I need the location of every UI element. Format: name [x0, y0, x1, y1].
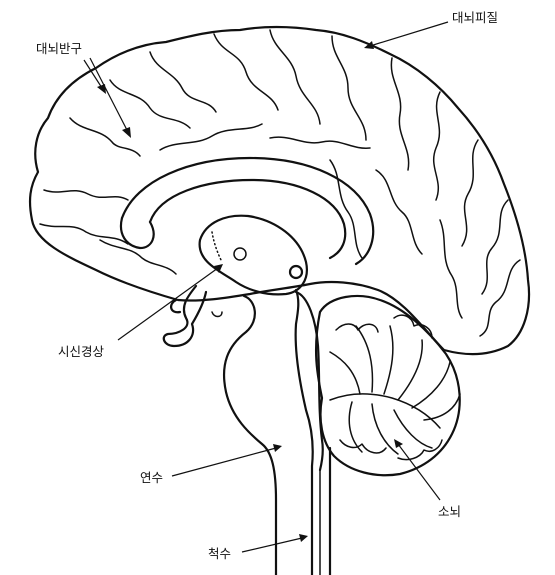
label-cerebellum: 소뇌 [438, 504, 461, 519]
corpus-callosum-inner [148, 178, 347, 260]
optic-chiasm [170, 298, 182, 314]
sulcus-13 [39, 223, 129, 245]
hypothalamus-dots [211, 231, 223, 263]
pineal-gland [288, 264, 304, 280]
interthalamic-adhesion [233, 247, 247, 261]
label-medulla: 연수 [140, 470, 163, 485]
cerebellum-folia-3 [339, 439, 387, 454]
cerebellum-outline [314, 294, 461, 477]
sulcus-17 [329, 159, 363, 259]
sulcus-12 [43, 189, 129, 201]
arbor-vitae-main [329, 392, 441, 429]
sulcus-5 [269, 29, 321, 125]
arbor-vitae-3 [383, 325, 394, 395]
corpus-callosum-outer [120, 156, 375, 266]
arbor-vitae-4 [397, 339, 423, 401]
pituitary-stalk-shape [162, 284, 208, 348]
sulcus-9 [461, 139, 479, 247]
sulcus-16 [375, 169, 423, 255]
sulcus-10 [481, 199, 509, 295]
cerebellum-folia-2 [393, 314, 433, 339]
label-pituitary-stalk: 시신경상 [58, 344, 105, 359]
sulcus-8 [433, 91, 441, 201]
sulcus-7 [390, 57, 410, 171]
sulcus-19 [99, 239, 177, 275]
mammillary-body [211, 311, 223, 318]
label-spinal-cord: 척수 [208, 546, 231, 561]
arbor-vitae-5 [411, 361, 451, 409]
arbor-vitae-6 [423, 393, 461, 421]
pointer-cerebral-cortex [364, 21, 449, 49]
brainstem-front [222, 294, 278, 575]
cerebrum-outline [28, 25, 531, 356]
label-cerebral-hemisphere: 대뇌반구 [36, 41, 82, 56]
cerebellum-folia-4 [397, 439, 443, 461]
arbor-vitae-1 [329, 351, 361, 395]
cerebellum-folia-1 [335, 323, 379, 333]
sulcus-2 [109, 79, 191, 129]
sulcus-18 [439, 219, 463, 319]
pointer-cerebellum [394, 439, 441, 501]
label-cerebral-cortex: 대뇌피질 [452, 10, 498, 25]
sulcus-14 [159, 123, 263, 151]
thalamus [198, 214, 308, 296]
arbor-vitae-2 [355, 325, 374, 393]
sulcus-6 [331, 35, 367, 141]
arbor-vitae-8 [371, 403, 399, 455]
pointer-medulla [171, 444, 282, 477]
brainstem-back [294, 288, 314, 575]
pointer-pituitary-stalk [117, 264, 223, 341]
arbor-vitae-7 [348, 401, 363, 453]
sulcus-11 [479, 259, 521, 337]
sulcus-3 [149, 51, 217, 113]
sulcus-1 [69, 117, 141, 157]
pointer-spinal-cord [241, 534, 308, 553]
arbor-vitae-9 [393, 409, 433, 449]
corpus-callosum-genu [119, 216, 155, 250]
pointer-cerebral-hemisphere [83, 57, 131, 138]
sulcus-4 [213, 33, 279, 111]
sulcus-15 [269, 136, 371, 149]
